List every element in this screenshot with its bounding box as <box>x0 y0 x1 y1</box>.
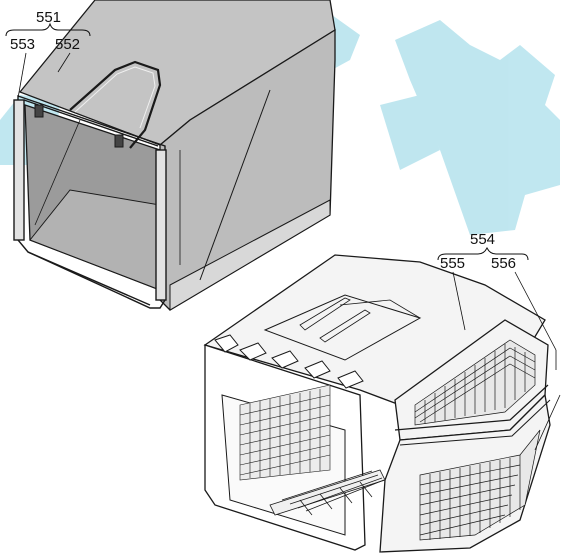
box-lid-edge <box>214 334 364 389</box>
label-551: 551 <box>36 9 61 26</box>
label-555: 555 <box>440 255 465 272</box>
bag-bottom-band <box>169 199 331 311</box>
label-553: 553 <box>10 36 35 53</box>
box-inner-grid <box>239 384 331 481</box>
label-552: 552 <box>55 36 80 53</box>
brace-551 <box>5 22 91 37</box>
box-lower-grid <box>419 429 541 541</box>
box-upper-grid <box>414 339 536 426</box>
bag-side <box>159 28 336 311</box>
bag-labels: 551 553 552 <box>5 9 91 99</box>
brace-554 <box>437 246 529 261</box>
grass-bag <box>13 0 336 311</box>
box-labels: 554 555 556 <box>437 231 561 451</box>
label-554: 554 <box>470 231 495 248</box>
bag-handle <box>69 60 162 149</box>
box-floor <box>269 469 386 516</box>
bag-frame <box>13 95 167 309</box>
label-556: 556 <box>491 255 516 272</box>
grass-box <box>203 254 551 553</box>
